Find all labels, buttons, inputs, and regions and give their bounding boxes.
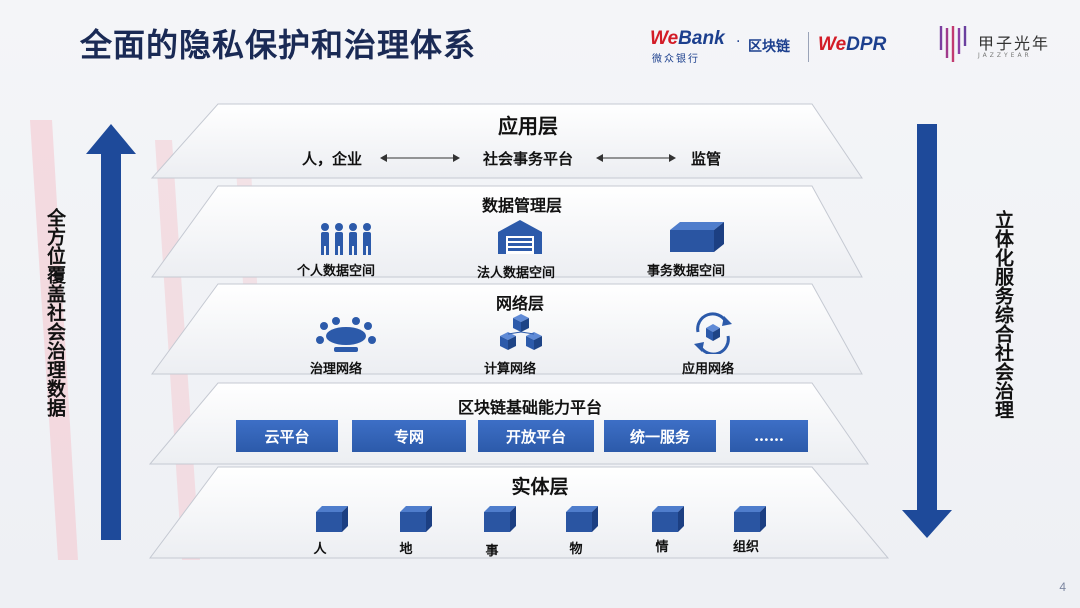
entity-item-organization: 组织 [732,540,760,555]
platform-block-more: …… [730,420,808,452]
double-arrow-icon [380,154,460,162]
data-item-affairs: 事务数据空间 [646,264,726,279]
jazzyear-mark-icon [939,26,967,62]
platform-layer-title: 区块链基础能力平台 [457,398,603,417]
left-side-label: 全方位覆盖社会治理数据 [44,208,66,417]
left-up-arrow-icon [86,124,136,540]
wedpr-dpr: DPR [846,34,887,55]
logo-divider [808,32,809,62]
cube-cluster-icon [500,314,542,350]
webank-we: We [650,28,679,49]
platform-block-open: 开放平台 [478,420,594,452]
data-item-personal: 个人数据空间 [296,264,376,279]
data-layer-title: 数据管理层 [481,196,563,215]
blockchain-label: 区块链 [748,39,790,55]
application-center-label: 社会事务平台 [482,150,574,168]
double-arrow-icon [596,154,676,162]
jazzyear-en-name: JAZZYEAR [978,52,1032,59]
jazzyear-cn-name: 甲子光年 [978,34,1051,53]
webank-bank: Bank [678,28,725,49]
network-layer-title: 网络层 [495,294,545,313]
platform-block-private-network: 专网 [352,420,466,452]
wedpr-we: We [818,34,847,55]
page-title: 全面的隐私保护和治理体系 [80,26,477,64]
cycle-cube-icon [694,312,732,354]
people-group-icon [321,223,371,255]
webank-cn-name: 微众银行 [652,54,700,65]
platform-block-cloud: 云平台 [236,420,338,452]
entity-cube-icon [566,506,598,532]
application-layer-title: 应用层 [498,114,558,138]
plate-application [150,103,863,179]
right-side-label: 立体化服务综合社会治理 [992,210,1014,419]
page-number: 4 [1059,580,1066,594]
warehouse-icon [498,220,542,254]
plate-entity [149,466,890,559]
entity-cube-icon [652,506,684,532]
network-item-application: 应用网络 [681,362,735,377]
entity-cube-icon [316,506,348,532]
entity-cube-icon [484,506,516,532]
logo-dot: · [736,34,741,50]
platform-block-unified-service: 统一服务 [604,420,716,452]
plate-network [151,283,863,375]
entity-item-situation: 情 [655,540,669,555]
application-left-label: 人，企业 [301,150,363,168]
entity-layer-title: 实体层 [511,476,569,498]
entity-item-event: 事 [485,544,499,559]
right-down-arrow-icon [902,124,952,538]
wedpr-logo: WeDPR [818,34,886,56]
application-right-label: 监管 [690,150,722,168]
network-item-governance: 治理网络 [309,362,363,377]
entity-cube-icon [400,506,432,532]
data-item-corporate: 法人数据空间 [476,266,556,281]
network-item-compute: 计算网络 [483,362,537,377]
meeting-table-icon [316,317,376,352]
data-cube-icon [670,222,724,252]
entity-item-object: 物 [569,542,583,557]
entity-cube-icon [734,506,766,532]
entity-item-person: 人 [313,542,327,557]
entity-item-land: 地 [399,542,413,557]
webank-logo: WeBank [650,28,725,50]
